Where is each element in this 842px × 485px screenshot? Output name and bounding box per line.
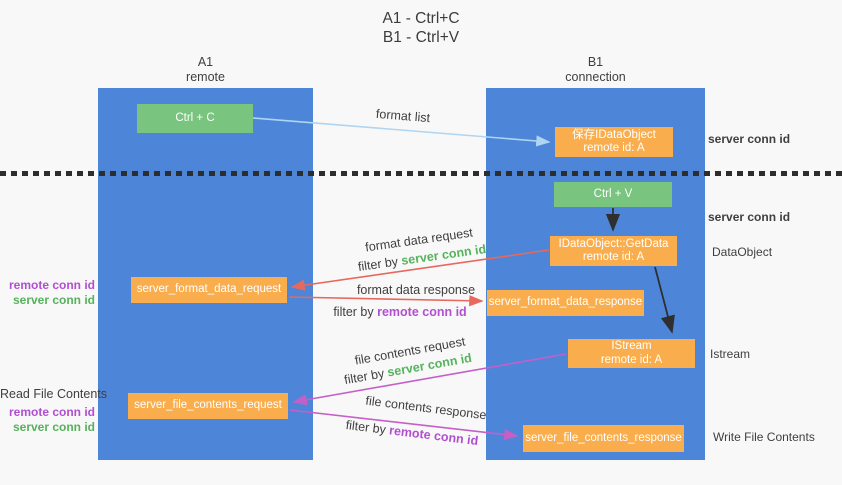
node-server-format-data-response-label: server_format_data_response	[488, 296, 643, 309]
edge-file-contents-request-arrow	[292, 353, 567, 406]
lane-b1-subtitle: connection	[565, 70, 626, 84]
node-server-file-contents-request: server_file_contents_request	[128, 393, 288, 419]
title-line-1: A1 - Ctrl+C	[382, 10, 460, 27]
node-ctrl-c-label: Ctrl + C	[175, 111, 215, 124]
lane-header-b1: B1 connection	[486, 55, 705, 85]
edge-format-data-response-arrow	[288, 295, 484, 307]
node-save-idataobject: 保存IDataObject remote id: A	[555, 127, 673, 157]
server-conn-id-label: server conn id	[12, 293, 95, 307]
title-line-2: B1 - Ctrl+V	[382, 29, 460, 46]
node-server-file-contents-request-label: server_file_contents_request	[134, 399, 282, 412]
label-format-data-response: format data response	[356, 283, 476, 297]
annotation-istream: Istream	[710, 347, 751, 361]
edge-getdata-to-istream-arrow	[654, 266, 675, 334]
remote-conn-id-label: remote conn id	[8, 405, 95, 419]
node-ctrl-c: Ctrl + C	[137, 104, 253, 133]
node-ctrl-v-label: Ctrl + V	[593, 187, 633, 200]
node-save-idataobject-line2: remote id: A	[583, 142, 645, 154]
diagram-title: A1 - Ctrl+C B1 - Ctrl+V	[0, 9, 842, 47]
lane-a1-name: A1	[197, 55, 214, 69]
node-save-idataobject-line1: 保存IDataObject	[572, 128, 656, 141]
remote-conn-id-text: remote conn id	[377, 305, 467, 319]
node-server-file-contents-response: server_file_contents_response	[523, 425, 684, 452]
annotation-server-conn-id-top: server conn id	[708, 132, 791, 146]
annotation-dataobject: DataObject	[712, 245, 773, 259]
node-istream-line1: IStream	[611, 340, 652, 352]
lane-a1-subtitle: remote	[186, 70, 225, 84]
node-server-format-data-request-label: server_format_data_request	[136, 283, 282, 296]
filter-by-text: filter by	[333, 305, 374, 319]
dashed-separator-line	[0, 171, 842, 176]
node-server-format-data-request: server_format_data_request	[131, 277, 287, 303]
server-conn-id-label: server conn id	[12, 420, 95, 434]
node-getdata-line1: IDataObject::GetData	[558, 237, 669, 250]
edge-file-contents-response-arrow	[289, 409, 519, 441]
annotation-read-file-contents: Read File Contents	[0, 387, 108, 401]
node-server-format-data-response: server_format_data_response	[487, 290, 644, 316]
edge-format-list-arrow	[252, 117, 551, 147]
node-server-file-contents-response-label: server_file_contents_response	[525, 431, 682, 444]
node-ctrl-v: Ctrl + V	[554, 182, 672, 207]
node-getdata-line2: remote id: A	[582, 251, 645, 263]
annotation-write-file-contents: Write File Contents	[713, 430, 815, 444]
lane-b1-name: B1	[587, 55, 604, 69]
remote-conn-id-label: remote conn id	[8, 278, 95, 292]
annotation-conn-ids-left-top: remote conn id server conn id	[0, 278, 95, 308]
node-istream: IStream remote id: A	[568, 339, 695, 368]
annotation-conn-ids-left-bottom: remote conn id server conn id	[0, 405, 95, 435]
node-istream-line2: remote id: A	[600, 353, 663, 366]
label-filter-by-remote-conn-id-1: filter by remote conn id	[333, 305, 466, 319]
node-idataobject-getdata: IDataObject::GetData remote id: A	[550, 236, 677, 266]
edge-format-data-request-arrow	[290, 249, 550, 291]
lane-header-a1: A1 remote	[98, 55, 313, 85]
annotation-server-conn-id-mid: server conn id	[708, 210, 791, 224]
